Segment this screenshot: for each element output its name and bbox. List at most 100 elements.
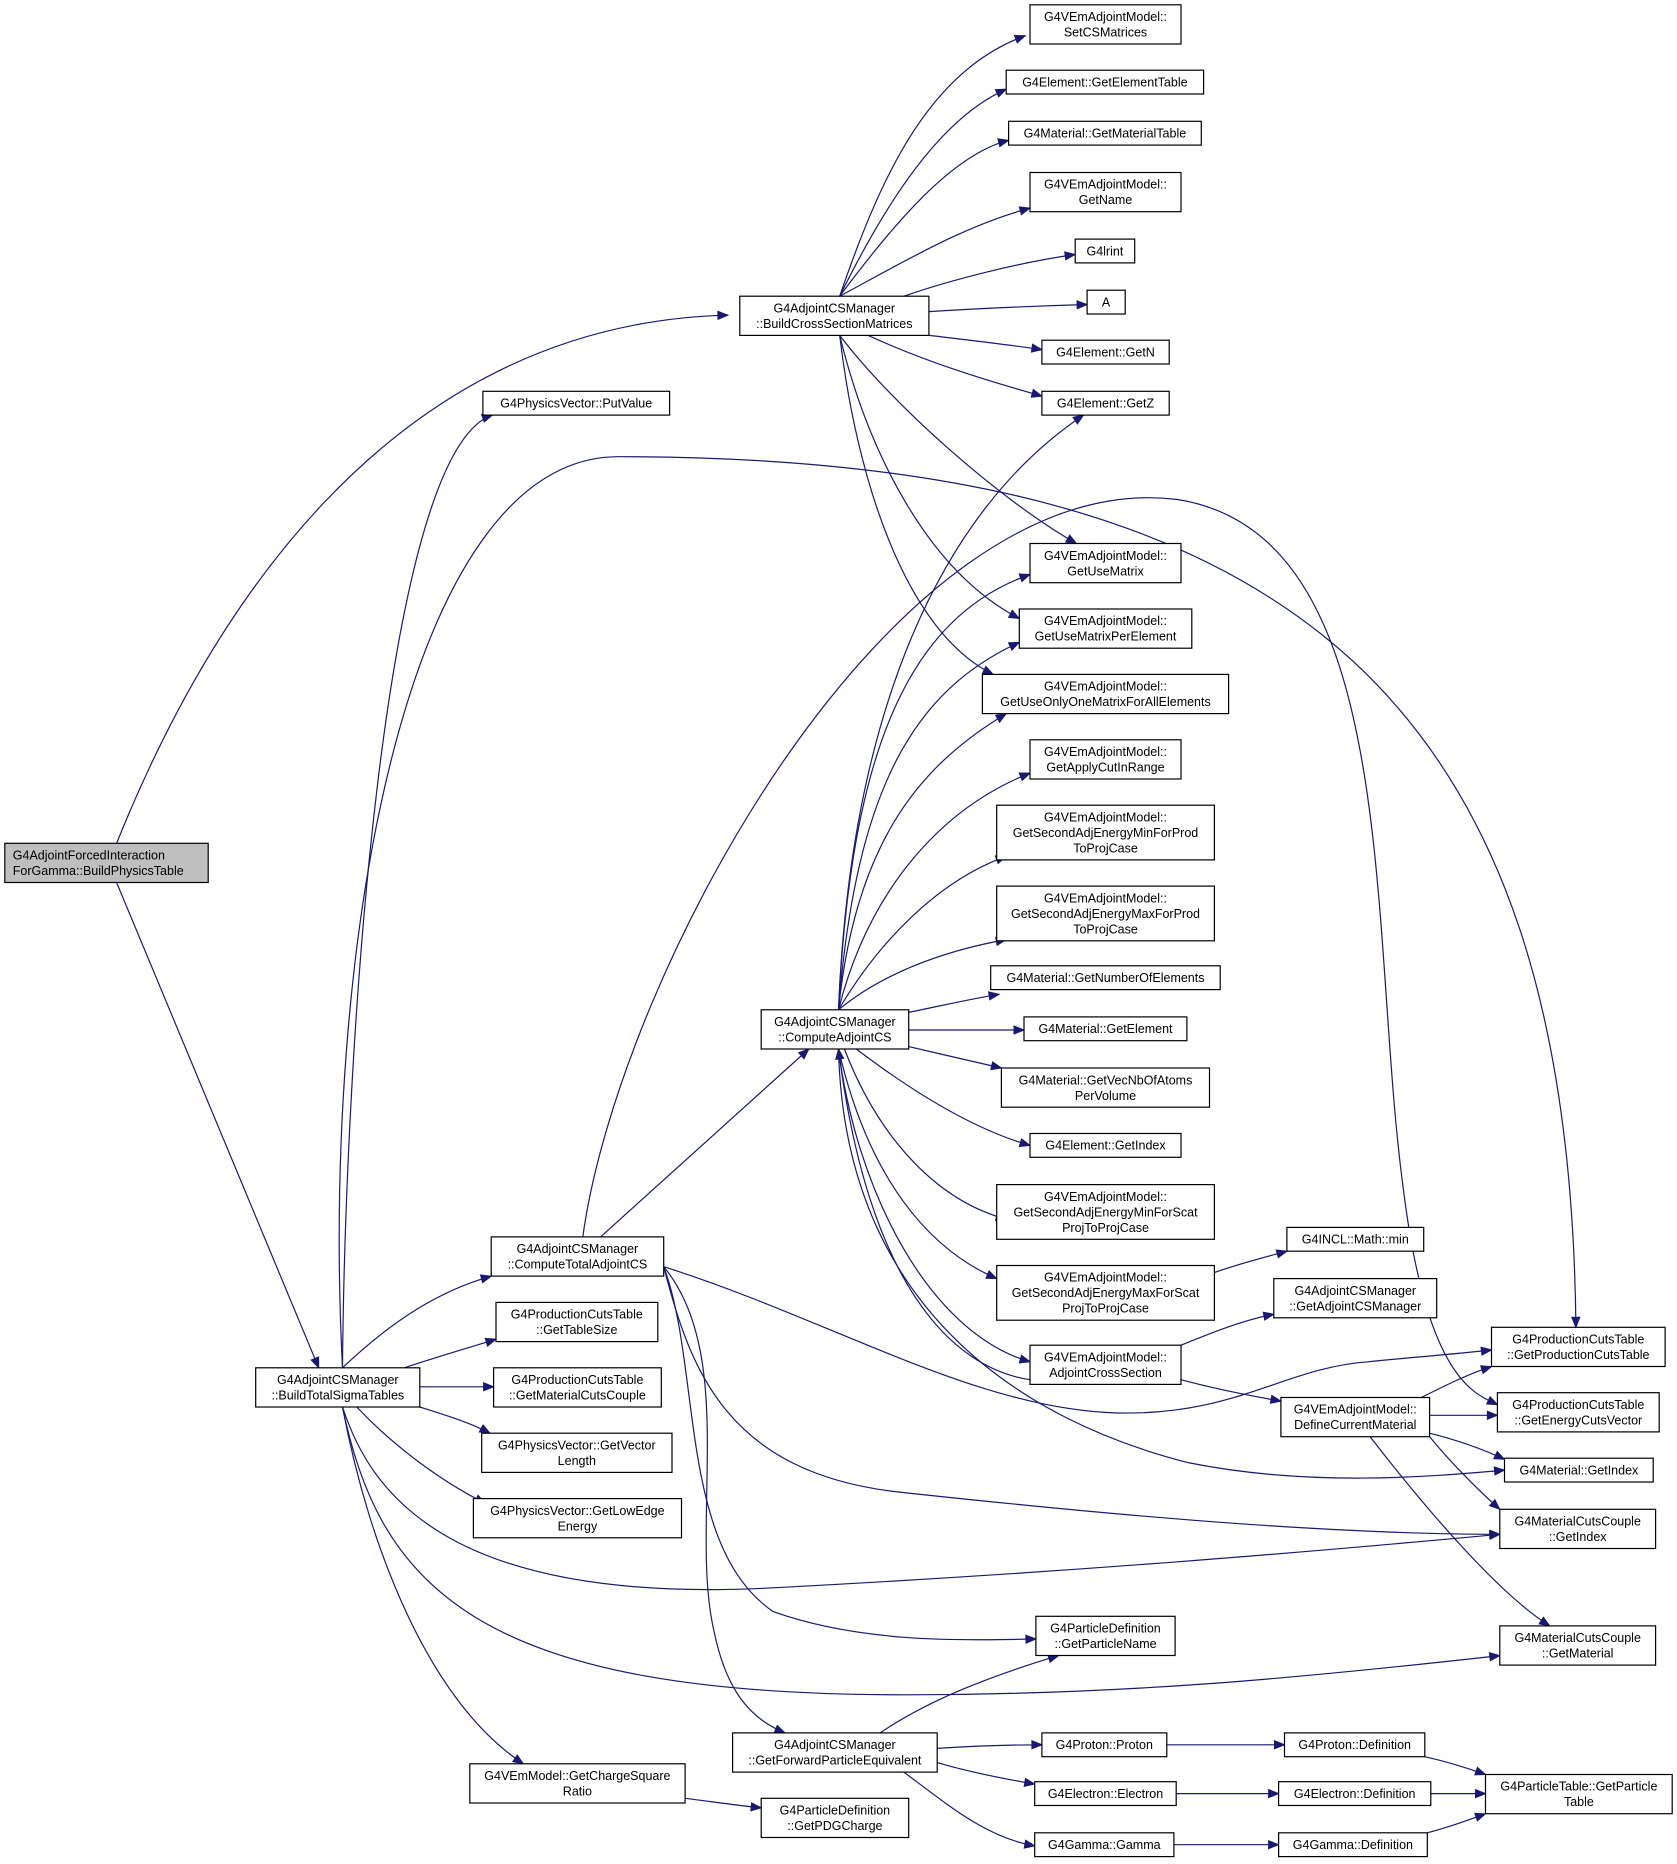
node-vem_minscat[interactable]: G4VEmAdjointModel::GetSecondAdjEnergyMin… — [996, 1183, 1216, 1240]
node-pv_put[interactable]: G4PhysicsVector::PutValue — [482, 390, 671, 416]
node-box[interactable] — [996, 804, 1216, 861]
node-box[interactable] — [1018, 608, 1193, 649]
node-mcc_index[interactable]: G4MaterialCutsCouple::GetIndex — [1499, 1508, 1657, 1550]
node-vem_name[interactable]: G4VEmAdjointModel::GetName — [1029, 171, 1182, 213]
node-pct_energy[interactable]: G4ProductionCutsTable::GetEnergyCutsVect… — [1496, 1392, 1660, 1433]
node-vem_useperel[interactable]: G4VEmAdjointModel::GetUseMatrixPerElemen… — [1018, 608, 1193, 649]
node-el_getz[interactable]: G4Element::GetZ — [1041, 390, 1170, 416]
node-box[interactable] — [739, 295, 930, 337]
node-el_table[interactable]: G4Element::GetElementTable — [1005, 69, 1205, 95]
node-box[interactable] — [760, 1009, 910, 1050]
node-box[interactable] — [981, 673, 1230, 715]
node-box[interactable] — [1277, 1781, 1432, 1807]
node-vem_setcs[interactable]: G4VEmAdjointModel::SetCSMatrices — [1029, 4, 1182, 45]
node-box[interactable] — [1041, 339, 1170, 365]
node-box[interactable] — [1041, 390, 1170, 416]
node-ctacs[interactable]: G4AdjointCSManager::ComputeTotalAdjointC… — [490, 1236, 665, 1277]
node-box[interactable] — [996, 1183, 1216, 1240]
node-box[interactable] — [482, 390, 671, 416]
node-btst[interactable]: G4AdjointCSManager::BuildTotalSigmaTable… — [255, 1367, 421, 1408]
node-incl_min[interactable]: G4INCL::Math::min — [1286, 1226, 1425, 1252]
node-box[interactable] — [1034, 1781, 1177, 1807]
node-box[interactable] — [1499, 1625, 1657, 1666]
node-box[interactable] — [1503, 1457, 1654, 1483]
node-box[interactable] — [996, 1264, 1216, 1321]
node-box[interactable] — [1041, 1732, 1168, 1758]
node-box[interactable] — [1496, 1392, 1660, 1433]
node-box[interactable] — [493, 1367, 662, 1408]
node-proton[interactable]: G4Proton::Proton — [1041, 1732, 1168, 1758]
node-box[interactable] — [1074, 238, 1136, 264]
node-mat_table[interactable]: G4Material::GetMaterialTable — [1007, 120, 1202, 146]
node-el_index[interactable]: G4Element::GetIndex — [1029, 1132, 1182, 1158]
node-box[interactable] — [1000, 1067, 1211, 1108]
node-vem_applycut[interactable]: G4VEmAdjointModel::GetApplyCutInRange — [1029, 739, 1182, 780]
node-box[interactable] — [1490, 1326, 1666, 1368]
node-box[interactable] — [1029, 4, 1182, 45]
node-box[interactable] — [1005, 69, 1205, 95]
node-proton_def[interactable]: G4Proton::Definition — [1283, 1732, 1426, 1758]
node-box[interactable] — [1029, 1344, 1182, 1385]
node-box[interactable] — [490, 1236, 665, 1277]
node-pct_size[interactable]: G4ProductionCutsTable::GetTableSize — [495, 1301, 659, 1343]
node-electron[interactable]: G4Electron::Electron — [1034, 1781, 1177, 1807]
node-box[interactable] — [1007, 120, 1202, 146]
node-electron_def[interactable]: G4Electron::Definition — [1277, 1781, 1432, 1807]
node-box[interactable] — [1283, 1732, 1426, 1758]
node-box[interactable] — [1034, 1832, 1175, 1858]
node-pct_mcc[interactable]: G4ProductionCutsTable::GetMaterialCutsCo… — [493, 1367, 662, 1408]
node-box[interactable] — [1029, 1132, 1182, 1158]
node-box[interactable] — [1484, 1773, 1673, 1815]
node-box[interactable] — [469, 1763, 686, 1804]
node-gamma_def[interactable]: G4Gamma::Definition — [1277, 1832, 1428, 1858]
node-mat_index[interactable]: G4Material::GetIndex — [1503, 1457, 1654, 1483]
node-gfpe[interactable]: G4AdjointCSManager::GetForwardParticleEq… — [731, 1732, 938, 1773]
node-A[interactable]: A — [1086, 289, 1126, 315]
node-box[interactable] — [1286, 1226, 1425, 1252]
node-vem_defmat[interactable]: G4VEmAdjointModel::DefineCurrentMaterial — [1280, 1396, 1431, 1438]
node-box[interactable] — [990, 965, 1221, 991]
node-box[interactable] — [731, 1732, 938, 1773]
node-box[interactable] — [1086, 289, 1126, 315]
node-box[interactable] — [1035, 1615, 1176, 1657]
node-bcsm[interactable]: G4AdjointCSManager::BuildCrossSectionMat… — [739, 295, 930, 337]
node-box[interactable] — [760, 1797, 910, 1839]
node-vem_adjcs[interactable]: G4VEmAdjointModel::AdjointCrossSection — [1029, 1344, 1182, 1385]
node-mcc_mat[interactable]: G4MaterialCutsCouple::GetMaterial — [1499, 1625, 1657, 1666]
node-box[interactable] — [1280, 1396, 1431, 1438]
node-box[interactable] — [4, 842, 209, 884]
node-box[interactable] — [1023, 1016, 1188, 1042]
node-box[interactable] — [1273, 1277, 1438, 1319]
node-box[interactable] — [1277, 1832, 1428, 1858]
node-pd_name[interactable]: G4ParticleDefinition::GetParticleName — [1035, 1615, 1176, 1657]
node-box[interactable] — [996, 885, 1216, 942]
node-pd_pdg[interactable]: G4ParticleDefinition::GetPDGCharge — [760, 1797, 910, 1839]
node-box[interactable] — [1499, 1508, 1657, 1550]
node-box[interactable] — [1029, 542, 1182, 584]
node-cacs[interactable]: G4AdjointCSManager::ComputeAdjointCS — [760, 1009, 910, 1050]
node-pct_get[interactable]: G4ProductionCutsTable::GetProductionCuts… — [1490, 1326, 1666, 1368]
node-box[interactable] — [1029, 171, 1182, 213]
node-el_getn[interactable]: G4Element::GetN — [1041, 339, 1170, 365]
node-lrint[interactable]: G4lrint — [1074, 238, 1136, 264]
node-vem_useonly[interactable]: G4VEmAdjointModel::GetUseOnlyOneMatrixFo… — [981, 673, 1230, 715]
node-box[interactable] — [255, 1367, 421, 1408]
node-vem_minprod[interactable]: G4VEmAdjointModel::GetSecondAdjEnergyMin… — [996, 804, 1216, 861]
node-mat_numel[interactable]: G4Material::GetNumberOfElements — [990, 965, 1221, 991]
node-box[interactable] — [481, 1432, 673, 1473]
node-vem_maxprod[interactable]: G4VEmAdjointModel::GetSecondAdjEnergyMax… — [996, 885, 1216, 942]
node-box[interactable] — [472, 1497, 683, 1539]
node-box[interactable] — [1029, 739, 1182, 780]
node-root[interactable]: G4AdjointForcedInteractionForGamma::Buil… — [4, 842, 209, 884]
node-getadjmgr[interactable]: G4AdjointCSManager::GetAdjointCSManager — [1273, 1277, 1438, 1319]
node-box[interactable] — [495, 1301, 659, 1343]
node-vem_usematrix[interactable]: G4VEmAdjointModel::GetUseMatrix — [1029, 542, 1182, 584]
node-mat_getel[interactable]: G4Material::GetElement — [1023, 1016, 1188, 1042]
node-vem_maxscat[interactable]: G4VEmAdjointModel::GetSecondAdjEnergyMax… — [996, 1264, 1216, 1321]
node-gamma[interactable]: G4Gamma::Gamma — [1034, 1832, 1175, 1858]
